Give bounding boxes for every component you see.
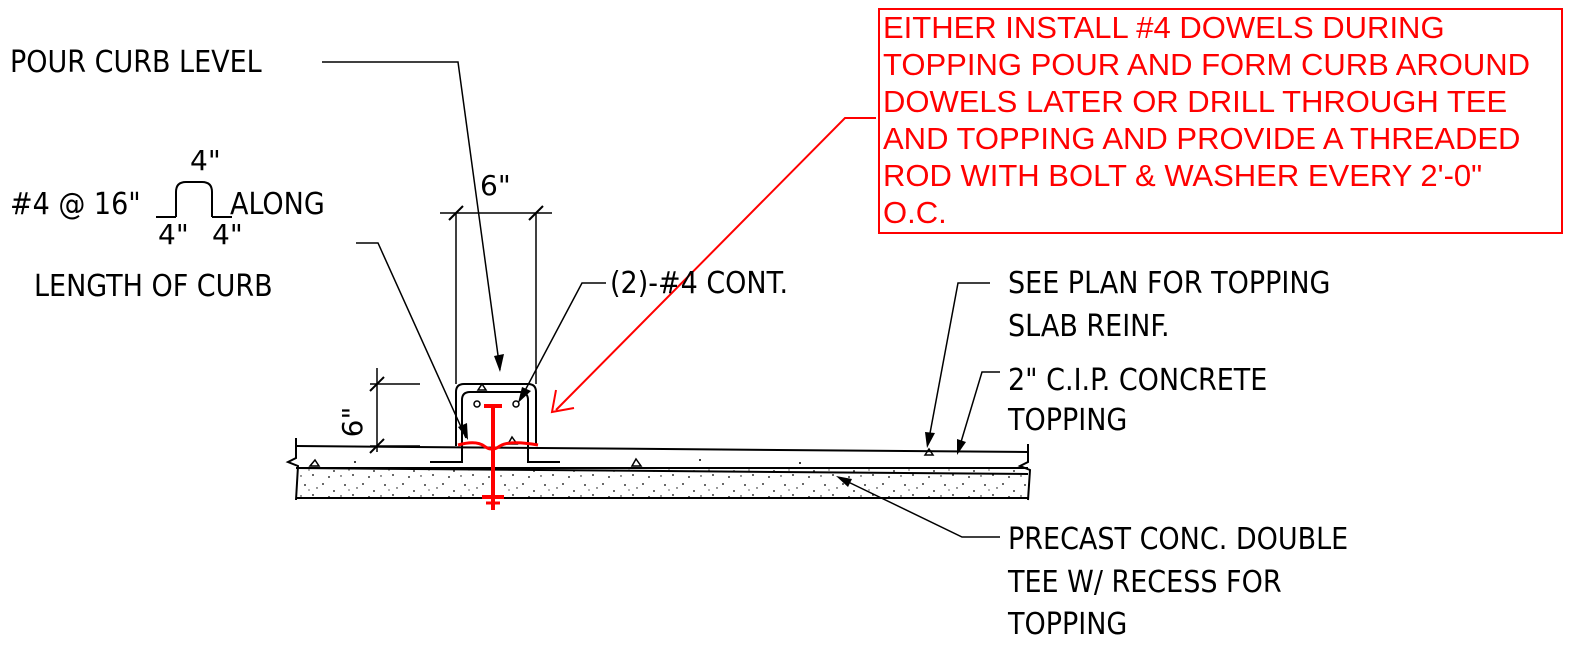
see-plan-label-1: SEE PLAN FOR TOPPING bbox=[1008, 266, 1330, 301]
bar-right-dim-label: 4" bbox=[212, 218, 243, 251]
curb bbox=[430, 382, 560, 463]
cont-bars-label: (2)-#4 CONT. bbox=[610, 266, 788, 301]
note-line-6: O.C. bbox=[883, 195, 947, 230]
topping-slab bbox=[285, 438, 1032, 501]
length-of-curb-label: LENGTH OF CURB bbox=[34, 269, 273, 304]
note-line-3: DOWELS LATER OR DRILL THROUGH TEE bbox=[883, 84, 1508, 119]
precast-label-3: TOPPING bbox=[1007, 607, 1127, 642]
note-line-4: AND TOPPING AND PROVIDE A THREADED bbox=[883, 121, 1521, 156]
note-line-5: ROD WITH BOLT & WASHER EVERY 2'-0" bbox=[883, 158, 1483, 193]
cip-label-1: 2" C.I.P. CONCRETE bbox=[1008, 363, 1267, 398]
bent-bar-shape bbox=[156, 181, 232, 218]
cont-bar-left bbox=[473, 400, 481, 408]
pour-curb-level-label: POUR CURB LEVEL bbox=[10, 45, 262, 80]
cip-label-2: TOPPING bbox=[1007, 403, 1127, 438]
threaded-rod-dowel bbox=[457, 404, 539, 510]
bar-prefix-label: #4 @ 16" bbox=[10, 187, 141, 222]
see-plan-label-2: SLAB REINF. bbox=[1008, 309, 1170, 344]
red-note-box: EITHER INSTALL #4 DOWELS DURING TOPPING … bbox=[878, 8, 1563, 234]
note-line-2: TOPPING POUR AND FORM CURB AROUND bbox=[883, 47, 1531, 82]
bar-left-dim-label: 4" bbox=[158, 218, 189, 251]
bar-top-dim-label: 4" bbox=[190, 144, 221, 177]
note-leader bbox=[550, 117, 876, 414]
curb-height-text: 6" bbox=[336, 407, 369, 438]
precast-label-2: TEE W/ RECESS FOR bbox=[1007, 565, 1282, 600]
bar-along-label: ALONG bbox=[230, 187, 325, 222]
cont-bar-right bbox=[512, 400, 520, 408]
precast-label-1: PRECAST CONC. DOUBLE bbox=[1008, 522, 1348, 557]
curb-width-text: 6" bbox=[480, 169, 511, 202]
note-line-1: EITHER INSTALL #4 DOWELS DURING bbox=[883, 10, 1445, 45]
curb-height-dimension: 6" bbox=[336, 368, 420, 454]
curb-width-dimension: 6" bbox=[440, 169, 552, 384]
leader-lines bbox=[322, 61, 1000, 538]
